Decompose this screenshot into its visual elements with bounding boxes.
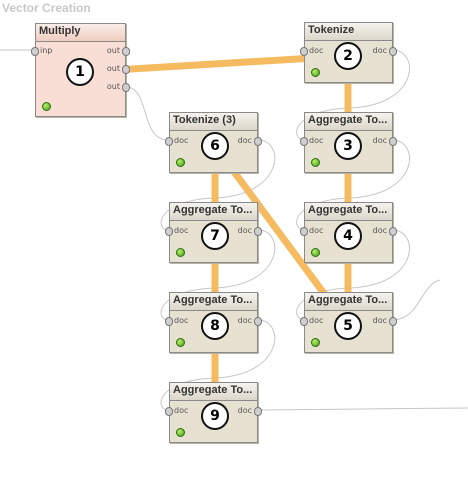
port-label-out: doc: [372, 46, 387, 55]
port-label-inp: inp: [40, 46, 53, 55]
status-ok-icon: [176, 158, 185, 167]
input-port-doc[interactable]: [165, 137, 173, 146]
port-label-out: doc: [372, 316, 387, 325]
input-port-doc[interactable]: [165, 317, 173, 326]
port-label-out: doc: [372, 136, 387, 145]
execution-order-badge: 3: [334, 132, 362, 160]
status-ok-icon: [176, 248, 185, 257]
port-label-out: doc: [372, 226, 387, 235]
port-label-out: doc: [237, 316, 252, 325]
output-port-doc[interactable]: [389, 47, 397, 56]
operator-title: Aggregate To...: [170, 203, 257, 221]
operator-aggregate-7[interactable]: Aggregate To... doc doc: [165, 202, 262, 263]
execution-order-badge: 4: [334, 222, 362, 250]
operator-title: Aggregate To...: [305, 113, 392, 131]
input-port-doc[interactable]: [165, 227, 173, 236]
port-label-in: doc: [174, 136, 189, 145]
output-port-doc[interactable]: [254, 407, 262, 416]
status-ok-icon: [311, 68, 320, 77]
operator-title: Tokenize: [305, 23, 392, 41]
execution-order-badge: 7: [201, 222, 229, 250]
input-port-doc[interactable]: [300, 317, 308, 326]
operator-title: Aggregate To...: [305, 203, 392, 221]
port-label-in: doc: [309, 46, 324, 55]
output-port-doc[interactable]: [389, 227, 397, 236]
port-label-in: doc: [309, 226, 324, 235]
execution-order-badge: 9: [201, 402, 229, 430]
output-port-doc[interactable]: [254, 317, 262, 326]
output-port-out-2[interactable]: [122, 65, 130, 74]
wire-agg9-out: [257, 407, 468, 411]
port-label-out-1: out: [106, 46, 120, 55]
status-ok-icon: [311, 158, 320, 167]
execution-order-badge: 5: [334, 312, 362, 340]
operator-title: Multiply: [36, 24, 125, 42]
port-label-out-3: out: [106, 82, 120, 91]
wire-multiply-tokenize3: [125, 86, 169, 141]
process-title: Vector Creation: [2, 1, 91, 15]
execution-order-badge: 2: [334, 42, 362, 70]
port-label-out-2: out: [106, 64, 120, 73]
execution-order-badge: 6: [201, 132, 229, 160]
operator-title: Tokenize (3): [170, 113, 257, 131]
status-ok-icon: [311, 248, 320, 257]
output-port-out-3[interactable]: [122, 83, 130, 92]
port-label-in: doc: [174, 226, 189, 235]
port-label-out: doc: [237, 136, 252, 145]
output-port-doc[interactable]: [389, 137, 397, 146]
input-port-doc[interactable]: [300, 137, 308, 146]
operator-aggregate-3[interactable]: Aggregate To... doc doc: [300, 112, 397, 173]
operator-title: Aggregate To...: [170, 383, 257, 401]
input-port-doc[interactable]: [165, 407, 173, 416]
wire-agg5-out: [391, 279, 441, 321]
status-ok-icon: [176, 428, 185, 437]
status-ok-icon: [176, 338, 185, 347]
status-ok-icon: [311, 338, 320, 347]
operator-title: Aggregate To...: [170, 293, 257, 311]
output-port-out-1[interactable]: [122, 47, 130, 56]
status-ok-icon: [42, 102, 51, 111]
port-label-out: doc: [237, 406, 252, 415]
execution-order-badge: 1: [66, 58, 94, 86]
port-label-in: doc: [174, 406, 189, 415]
port-label-in: doc: [174, 316, 189, 325]
execution-order-badge: 8: [201, 312, 229, 340]
output-port-doc[interactable]: [254, 137, 262, 146]
port-label-in: doc: [309, 316, 324, 325]
input-port-doc[interactable]: [300, 227, 308, 236]
port-label-out: doc: [237, 226, 252, 235]
port-label-in: doc: [309, 136, 324, 145]
output-port-doc[interactable]: [254, 227, 262, 236]
operator-title: Aggregate To...: [305, 293, 392, 311]
input-port-inp[interactable]: [31, 47, 39, 56]
output-port-doc[interactable]: [389, 317, 397, 326]
input-port-doc[interactable]: [300, 47, 308, 56]
